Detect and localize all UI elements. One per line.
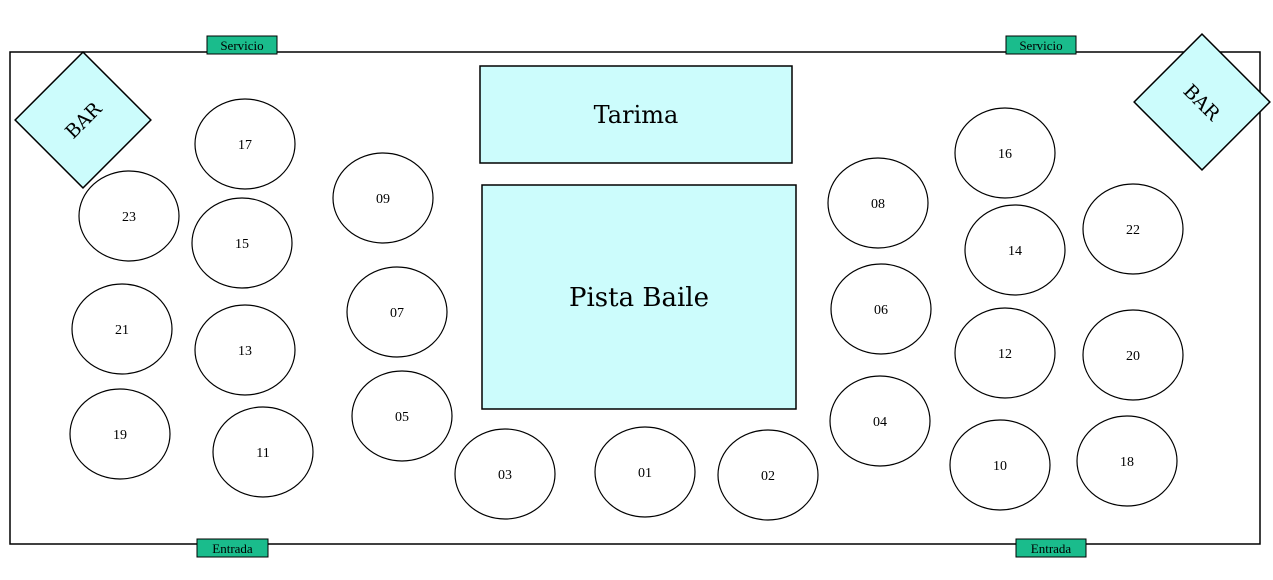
bar-right: BAR xyxy=(1133,33,1271,171)
entrance-tag-right: Entrada xyxy=(1015,538,1087,558)
service-tag-right-label: Servicio xyxy=(1019,38,1062,53)
table-14[interactable]: 14 xyxy=(964,204,1066,296)
table-23[interactable]: 23 xyxy=(78,170,180,262)
table-07[interactable]: 07 xyxy=(346,266,448,358)
stage-label: Tarima xyxy=(594,101,679,129)
table-18[interactable]: 18 xyxy=(1076,415,1178,507)
table-01[interactable]: 01 xyxy=(594,426,696,518)
table-12[interactable]: 12 xyxy=(954,307,1056,399)
stage: Tarima xyxy=(479,65,793,164)
table-10[interactable]: 10 xyxy=(949,419,1051,511)
table-16[interactable]: 16 xyxy=(954,107,1056,199)
table-06[interactable]: 06 xyxy=(830,263,932,355)
service-tag-left-label: Servicio xyxy=(220,38,263,53)
dance-floor-label: Pista Baile xyxy=(569,283,709,313)
table-19[interactable]: 19 xyxy=(69,388,171,480)
service-tag-left: Servicio xyxy=(206,35,278,55)
table-17[interactable]: 17 xyxy=(194,98,296,190)
table-02[interactable]: 02 xyxy=(717,429,819,521)
table-05[interactable]: 05 xyxy=(351,370,453,462)
table-08[interactable]: 08 xyxy=(827,157,929,249)
table-13[interactable]: 13 xyxy=(194,304,296,396)
table-15[interactable]: 15 xyxy=(191,197,293,289)
table-22[interactable]: 22 xyxy=(1082,183,1184,275)
table-09[interactable]: 09 xyxy=(332,152,434,244)
dance-floor: Pista Baile xyxy=(481,184,797,410)
table-20[interactable]: 20 xyxy=(1082,309,1184,401)
service-tag-right: Servicio xyxy=(1005,35,1077,55)
bar-left: BAR xyxy=(14,51,152,189)
entrance-tag-right-label: Entrada xyxy=(1031,541,1072,556)
table-11[interactable]: 11 xyxy=(212,406,314,498)
entrance-tag-left-label: Entrada xyxy=(212,541,253,556)
entrance-tag-left: Entrada xyxy=(196,538,269,558)
table-04[interactable]: 04 xyxy=(829,375,931,467)
table-03[interactable]: 03 xyxy=(454,428,556,520)
table-21[interactable]: 21 xyxy=(71,283,173,375)
